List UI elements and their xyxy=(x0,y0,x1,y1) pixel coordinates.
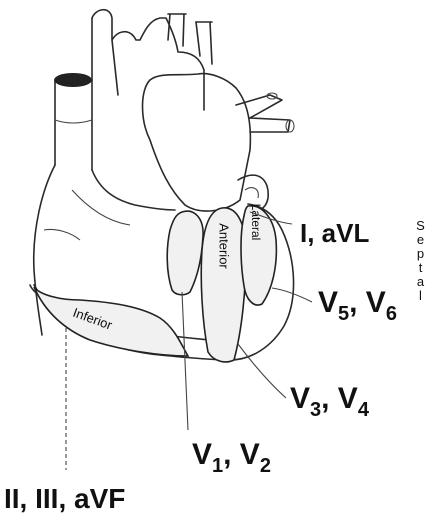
vena-cava-opening xyxy=(54,73,92,87)
aortic-arch xyxy=(92,10,212,110)
inferior-region: Inferior xyxy=(34,287,188,356)
leader-v1-v2 xyxy=(182,292,188,430)
lead-label-v1-v2: V1, V2 xyxy=(192,438,271,477)
lead-label-ii-iii-avf: II, III, aVF xyxy=(4,483,125,514)
leader-v3-v4 xyxy=(238,344,286,398)
superior-vena-cava xyxy=(54,73,92,170)
pulmonary-trunk xyxy=(143,74,295,211)
lead-label-v3-v4: V3, V4 xyxy=(290,382,370,421)
anterior-region: Anterior xyxy=(201,208,246,362)
lead-label-i-avl: I, aVL xyxy=(300,218,369,248)
lead-label-v5-v6: V5, V6 xyxy=(318,286,397,325)
anterior-label: Anterior xyxy=(217,223,232,269)
lateral-label: Lateral xyxy=(249,204,263,241)
